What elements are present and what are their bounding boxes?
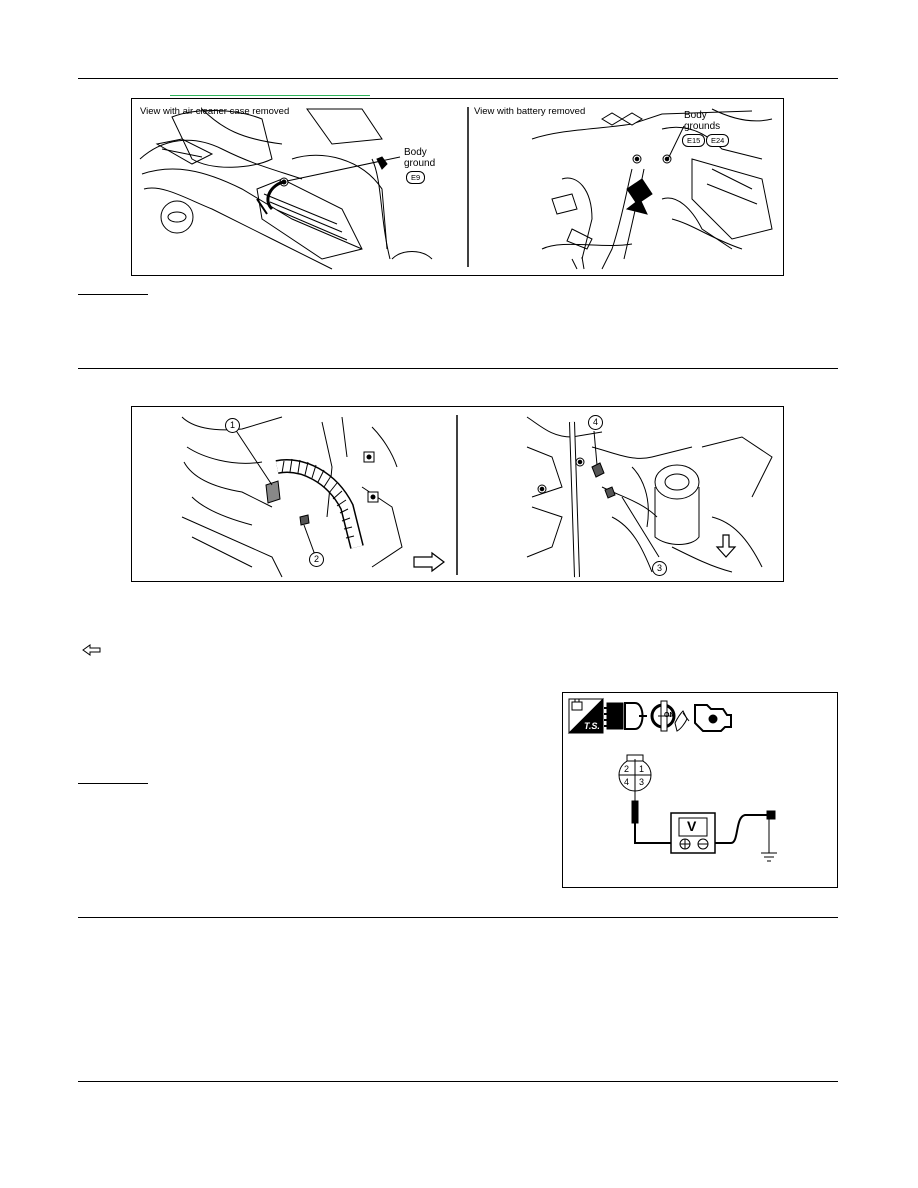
ts-label: T.S. [584,721,600,731]
top-rule [78,78,838,79]
section-label-rule-2 [78,783,148,784]
body-ground-figure: View with air cleaner case removed View … [131,98,784,276]
connector-pin-1: 1 [639,764,645,774]
connector-pin-3: 3 [639,777,645,787]
section-divider-1 [78,368,838,369]
voltage-check-drawing [567,697,777,862]
callout-4: 4 [588,415,603,430]
connector-pin-4: 4 [624,777,630,787]
callout-2: 2 [309,552,324,567]
voltmeter-label: V [687,818,697,834]
callout-3: 3 [652,561,667,576]
body-ground-drawing [139,107,773,270]
left-view-caption: View with air cleaner case removed [140,106,290,117]
body-ground-callout: Body ground [404,147,436,169]
sensor-location-drawing [181,415,773,578]
ground-badge-e15: E15 [682,134,706,147]
ground-badge-e24: E24 [706,134,730,147]
sensor-location-figure: 1 2 3 4 [131,406,784,582]
link-underline[interactable] [170,95,370,96]
ground-badge-e9: E9 [406,171,426,184]
body-grounds-callout: Body grounds [684,110,721,132]
bottom-rule [78,1081,838,1082]
section-label-rule-1 [78,294,148,295]
voltage-check-figure: T.S. ON 2 1 4 3 V [562,692,838,888]
ignition-on-label: ON [664,712,675,719]
callout-1: 1 [225,418,240,433]
section-divider-2 [78,917,838,918]
left-arrow-icon [82,644,101,656]
right-view-caption: View with battery removed [474,106,586,117]
connector-pin-2: 2 [624,764,630,774]
